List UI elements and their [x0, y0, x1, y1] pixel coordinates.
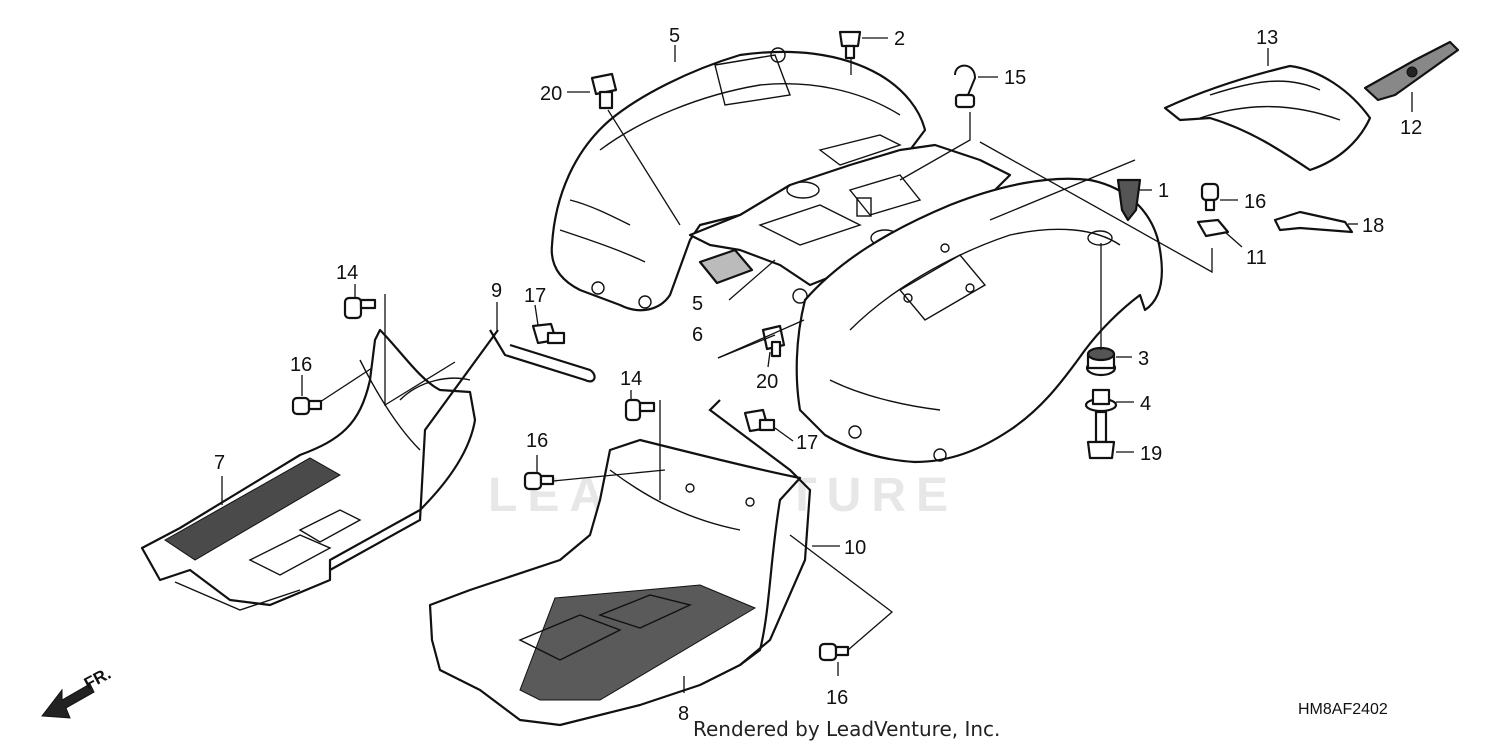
diagram-code: HM8AF2402	[1298, 701, 1388, 718]
callout-16-right: 16	[1244, 191, 1266, 213]
callout-1: 1	[1158, 180, 1169, 202]
callout-18: 18	[1362, 215, 1384, 237]
callout-14-left: 14	[336, 262, 358, 284]
fender-pad	[698, 248, 754, 285]
callout-5-top: 5	[669, 25, 680, 47]
callout-19: 19	[1140, 443, 1162, 465]
screw-14-center	[624, 398, 656, 422]
callout-17-center: 17	[796, 432, 818, 454]
rear-fender-right	[792, 177, 1163, 464]
stay-10	[708, 399, 812, 666]
floorboard-right	[428, 438, 802, 727]
rear-fender-left	[550, 47, 927, 312]
callout-8: 8	[678, 703, 689, 725]
callout-14-center: 14	[620, 368, 642, 390]
stay-9	[329, 329, 596, 571]
callout-10: 10	[844, 537, 866, 559]
collar-4	[1084, 388, 1118, 413]
callout-12: 12	[1400, 117, 1422, 139]
rubber-grommet-1	[1116, 178, 1142, 222]
callout-6: 6	[692, 324, 703, 346]
callout-16-bottom: 16	[826, 687, 848, 709]
callout-7: 7	[214, 452, 225, 474]
clip-16-center	[523, 471, 555, 491]
grommet-3	[1085, 346, 1117, 377]
strap-12	[1363, 40, 1460, 102]
callout-20-top: 20	[540, 83, 562, 105]
callout-17-left: 17	[524, 285, 546, 307]
clamp-15	[954, 64, 977, 109]
bolt-19	[1086, 410, 1116, 460]
callout-numbers: 1 2 3 4 5 5 6 7 8 9 10 11 12 13 14 14 15…	[214, 25, 1422, 725]
callout-16-center: 16	[526, 430, 548, 452]
screw-14-left	[343, 296, 377, 320]
callout-20-lower: 20	[756, 371, 778, 393]
callout-13: 13	[1256, 27, 1278, 49]
callout-4: 4	[1140, 393, 1151, 415]
nut-17-center	[743, 408, 776, 433]
render-credit: Rendered by LeadVenture, Inc.	[693, 717, 1001, 741]
callout-5-lower: 5	[692, 293, 703, 315]
cover-13	[1163, 64, 1372, 172]
bracket-18	[1273, 210, 1354, 234]
callout-3: 3	[1138, 348, 1149, 370]
front-arrow-icon	[41, 683, 95, 719]
callout-11: 11	[1246, 247, 1267, 269]
callout-9: 9	[491, 280, 502, 302]
callout-2: 2	[894, 28, 905, 50]
callout-15: 15	[1004, 67, 1026, 89]
leader-lines	[221, 37, 1413, 693]
nut-11	[1196, 218, 1230, 238]
floorboard-left	[140, 328, 477, 611]
clip-16-right	[1200, 182, 1220, 212]
callout-16-left: 16	[290, 354, 312, 376]
bolt-2	[838, 30, 862, 60]
bolt-20-top	[590, 72, 618, 110]
clip-16-bottom	[818, 642, 850, 662]
clip-16-left	[291, 396, 323, 416]
nut-17-left	[531, 322, 566, 345]
